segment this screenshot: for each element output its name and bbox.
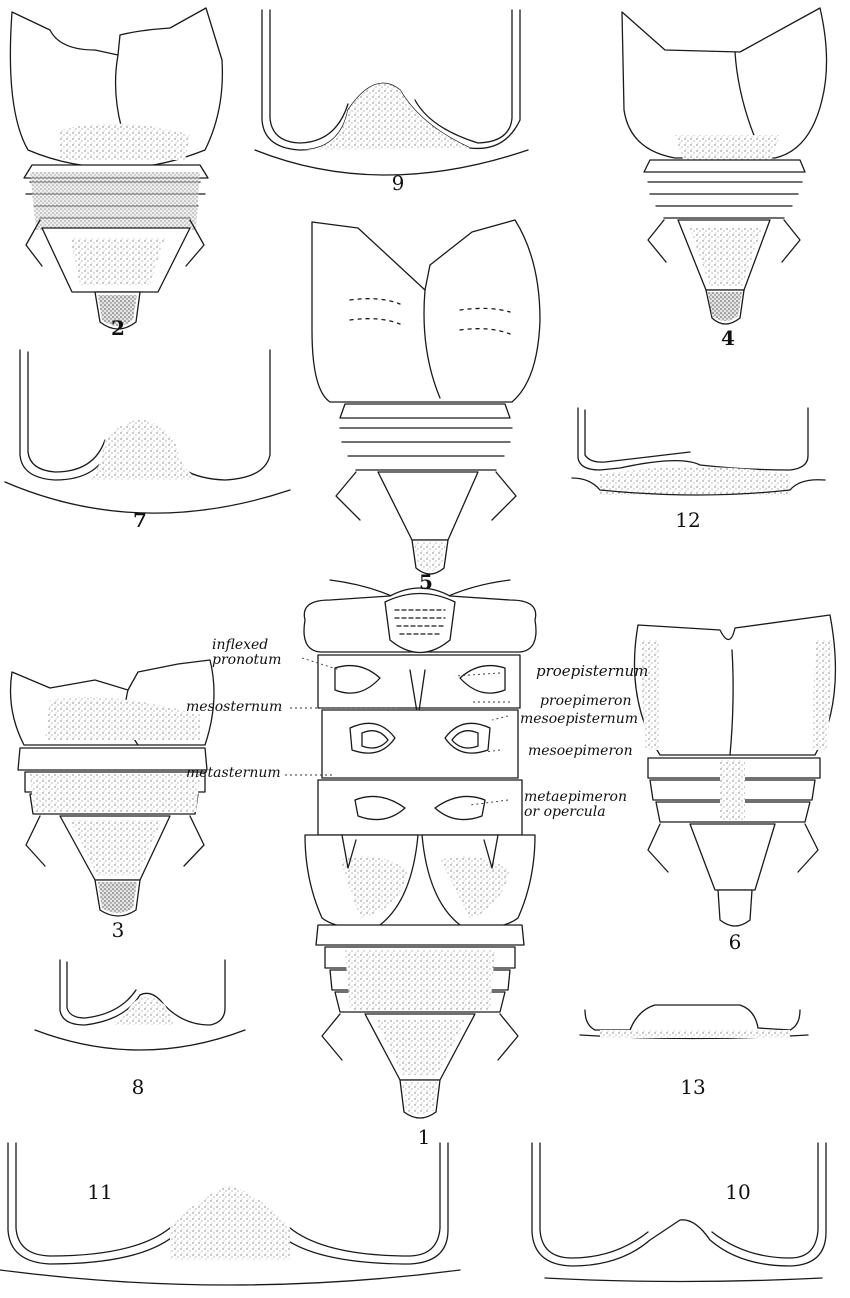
figure-11-outline bbox=[0, 1143, 460, 1285]
label-mesoepimeron: mesoepimeron bbox=[528, 744, 633, 759]
figure-2-abdomen bbox=[10, 8, 222, 329]
label-metasternum: metasternum bbox=[186, 766, 281, 781]
label-proepisternum: proepisternum bbox=[536, 664, 648, 679]
figure-5-number: 5 bbox=[419, 570, 433, 594]
figure-4-number: 4 bbox=[721, 326, 735, 350]
figure-12-outline bbox=[572, 408, 825, 495]
figure-9-outline bbox=[255, 10, 528, 175]
figure-3-abdomen bbox=[11, 660, 215, 916]
label-inflexed-pronotum: inflexed pronotum bbox=[212, 638, 281, 668]
figure-1-number: 1 bbox=[418, 1125, 431, 1149]
figure-3-number: 3 bbox=[112, 918, 125, 942]
figure-11-number: 11 bbox=[87, 1180, 112, 1204]
figure-10-outline bbox=[532, 1143, 826, 1282]
figure-4-abdomen bbox=[622, 8, 827, 324]
figure-7-outline bbox=[5, 350, 290, 513]
figure-8-number: 8 bbox=[132, 1075, 145, 1099]
figure-6-abdomen bbox=[634, 615, 835, 926]
label-mesosternum: mesosternum bbox=[186, 700, 282, 715]
figure-5-abdomen bbox=[312, 220, 540, 574]
figure-7-number: 7 bbox=[133, 508, 147, 532]
figure-12-number: 12 bbox=[675, 508, 700, 532]
label-metaepimeron: metaepimeron or opercula bbox=[524, 790, 627, 820]
label-proepimeron: proepimeron bbox=[540, 694, 632, 709]
figure-8-outline bbox=[35, 960, 245, 1050]
figure-2-number: 2 bbox=[111, 316, 125, 340]
figure-6-number: 6 bbox=[729, 930, 742, 954]
label-mesoepisternum: mesoepisternum bbox=[520, 712, 638, 727]
figure-9-number: 9 bbox=[392, 171, 405, 195]
figure-13-number: 13 bbox=[680, 1075, 705, 1099]
figure-10-number: 10 bbox=[725, 1180, 750, 1204]
figure-13-outline bbox=[580, 1005, 808, 1039]
figure-1-ventral-view bbox=[304, 580, 536, 1118]
